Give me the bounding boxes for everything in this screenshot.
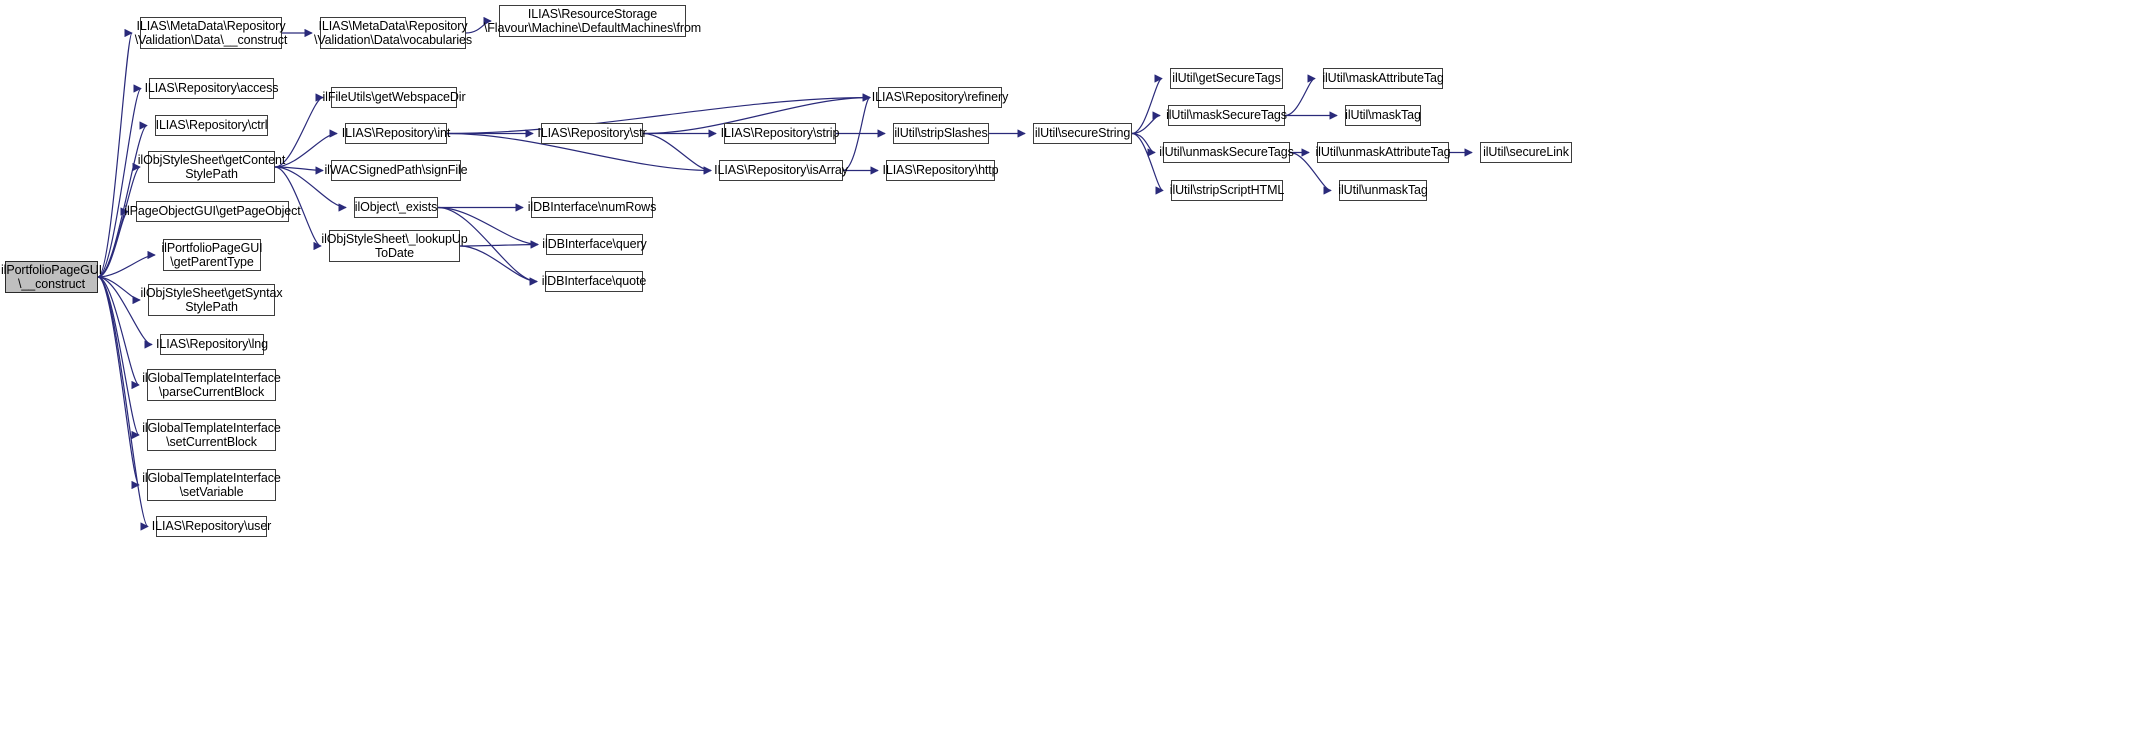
graph-node-vocabularies[interactable]: ILIAS\MetaData\Repository \Validation\Da… [313, 17, 473, 49]
graph-node-refinery[interactable]: ILIAS\Repository\refinery [872, 87, 1008, 108]
graph-node-securelink[interactable]: ilUtil\secureLink [1480, 142, 1572, 163]
graph-node-masktag[interactable]: ilUtil\maskTag [1345, 105, 1421, 126]
graph-edge-str-to-isarray [642, 132, 712, 175]
graph-node-maskattrtag[interactable]: ilUtil\maskAttributeTag [1322, 68, 1444, 89]
graph-node-stripslashes[interactable]: ilUtil\stripSlashes [893, 123, 989, 144]
graph-edge-root-to-getsyntaxstyle [97, 276, 141, 305]
graph-node-stripscripthtml[interactable]: ilUtil\stripScriptHTML [1170, 180, 1284, 201]
graph-node-setcurrent[interactable]: ilGlobalTemplateInterface \setCurrentBlo… [142, 419, 281, 451]
graph-node-int[interactable]: ILIAS\Repository\int [342, 123, 450, 144]
graph-edge-root-to-parsecurrent [97, 276, 140, 390]
graph-node-masksecuretags[interactable]: ilUtil\maskSecureTags [1166, 105, 1287, 126]
graph-node-unmaskattrtag[interactable]: ilUtil\unmaskAttributeTag [1315, 142, 1451, 163]
graph-node-getparenttype[interactable]: ilPortfolioPageGUI \getParentType [161, 239, 263, 271]
graph-node-getpageobject[interactable]: ilPageObjectGUI\getPageObject [124, 201, 301, 222]
graph-edge-root-to-getpageobject [97, 207, 129, 278]
graph-node-str[interactable]: ILIAS\Repository\str [537, 123, 647, 144]
graph-edge-securestring-to-getsecuretags [1131, 74, 1163, 135]
graph-edge-securestring-to-unmasksecure [1131, 132, 1156, 157]
graph-node-ctrl[interactable]: ILIAS\Repository\ctrl [155, 115, 268, 136]
graph-edge-isarray-to-refinery [842, 93, 871, 172]
graph-node-resourcestorage[interactable]: ILIAS\ResourceStorage \Flavour\Machine\D… [483, 5, 702, 37]
graph-node-root[interactable]: ilPortfolioPageGUI \__construct [0, 261, 103, 293]
graph-node-strip[interactable]: ILIAS\Repository\strip [721, 123, 839, 144]
graph-node-lng[interactable]: ILIAS\Repository\lng [156, 334, 268, 355]
graph-node-http[interactable]: ILIAS\Repository\http [883, 160, 999, 181]
graph-node-quote[interactable]: ilDBInterface\quote [542, 271, 646, 292]
graph-edge-root-to-getparenttype [97, 250, 156, 278]
graph-edge-root-to-setvariable [97, 276, 140, 490]
graph-edge-root-to-access [97, 84, 142, 278]
graph-node-getwebspacedir[interactable]: ilFileUtils\getWebspaceDir [322, 87, 466, 108]
graph-node-exists[interactable]: ilObject\_exists [354, 197, 438, 218]
graph-edge-securestring-to-stripscripthtml [1131, 132, 1164, 195]
graph-node-user[interactable]: ILIAS\Repository\user [152, 516, 271, 537]
graph-node-numrows[interactable]: ilDBInterface\numRows [528, 197, 656, 218]
graph-node-unmasksecure[interactable]: ilUtil\unmaskSecureTags [1159, 142, 1294, 163]
graph-node-parsecurrent[interactable]: ilGlobalTemplateInterface \parseCurrentB… [142, 369, 281, 401]
graph-edge-masksecuretags-to-maskattrtag [1284, 74, 1316, 117]
graph-edge-root-to-getcontentstyle [97, 162, 141, 278]
graph-edge-lookupuptodate-to-query [459, 240, 539, 249]
graph-edge-securestring-to-masksecuretags [1131, 111, 1161, 135]
graph-edge-lookupuptodate-to-quote [459, 245, 538, 286]
graph-node-lookupuptodate[interactable]: ilObjStyleSheet\_lookupUp ToDate [321, 230, 468, 262]
graph-node-isarray[interactable]: ILIAS\Repository\isArray [714, 160, 848, 181]
graph-node-signfile[interactable]: ilWACSignedPath\signFile [324, 160, 468, 181]
graph-node-securestring[interactable]: ilUtil\secureString [1033, 123, 1132, 144]
graph-node-getsecuretags[interactable]: ilUtil\getSecureTags [1170, 68, 1283, 89]
graph-node-setvariable[interactable]: ilGlobalTemplateInterface \setVariable [142, 469, 281, 501]
graph-edge-root-to-mdconstruct [97, 29, 133, 278]
graph-node-access[interactable]: ILIAS\Repository\access [145, 78, 279, 99]
graph-node-query[interactable]: ilDBInterface\query [542, 234, 647, 255]
graph-node-mdconstruct[interactable]: ILIAS\MetaData\Repository \Validation\Da… [134, 17, 288, 49]
graph-node-unmasktag[interactable]: ilUtil\unmaskTag [1338, 180, 1428, 201]
graph-node-getsyntaxstyle[interactable]: ilObjStyleSheet\getSyntax StylePath [140, 284, 283, 316]
graph-edge-root-to-setcurrent [97, 276, 140, 440]
graph-node-getcontentstyle[interactable]: ilObjStyleSheet\getContent StylePath [137, 151, 286, 183]
